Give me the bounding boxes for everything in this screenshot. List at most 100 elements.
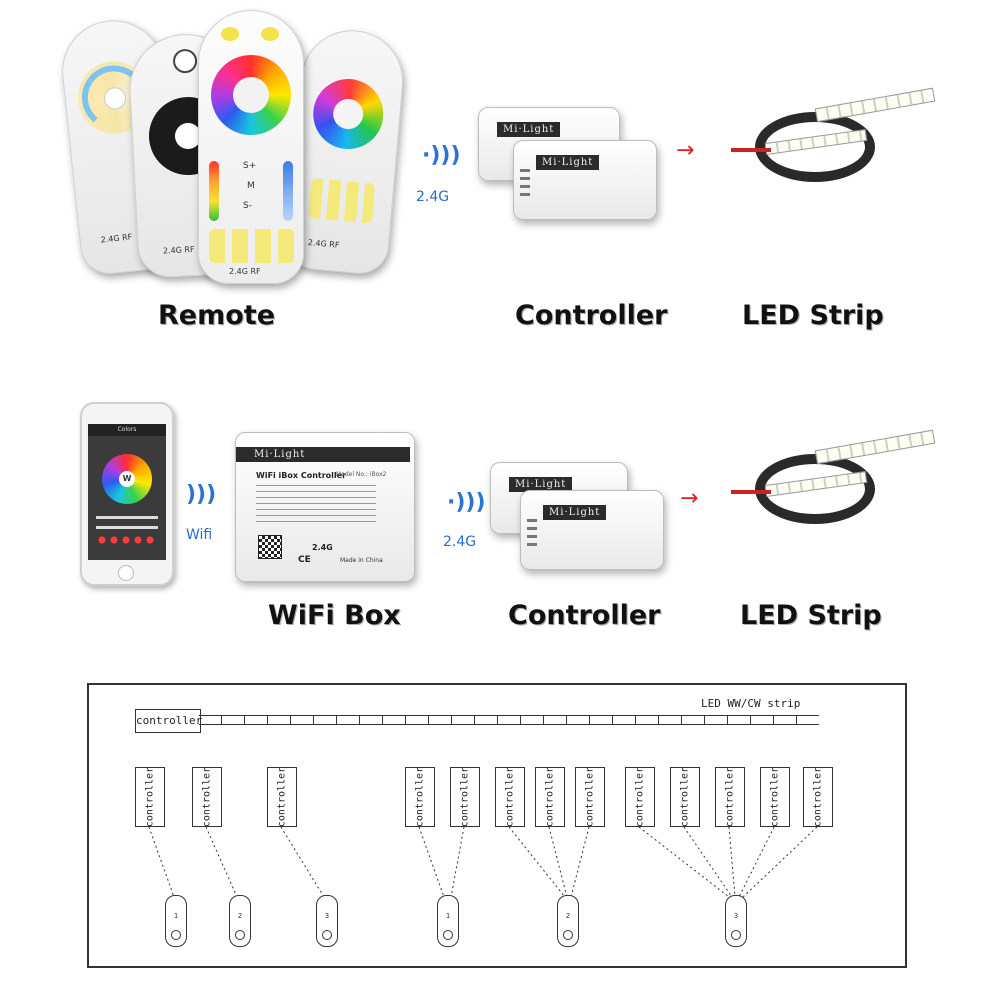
controller-label: Controller bbox=[515, 300, 668, 331]
controller-box: controller bbox=[535, 767, 565, 827]
top-row: 2.4G RF 2.4G RF 2.4G RF S+ M S- 2.4G RF … bbox=[0, 0, 990, 340]
led-strip-label: LED Strip bbox=[742, 300, 884, 331]
phone-home-button bbox=[118, 565, 134, 581]
led-reel bbox=[755, 454, 875, 524]
made-in-label: Made in China bbox=[340, 557, 383, 564]
controller-box-label: controller bbox=[504, 766, 516, 828]
remote-band-label: 2.4G RF bbox=[307, 238, 340, 250]
controller-box-label: controller bbox=[276, 766, 288, 828]
controller-box: controller bbox=[670, 767, 700, 827]
controller-box: controller bbox=[803, 767, 833, 827]
strip-label: LED WW/CW strip bbox=[701, 697, 801, 710]
remote-warm-slider bbox=[209, 161, 219, 221]
led-strip-reel bbox=[731, 429, 936, 536]
remote-key bbox=[221, 27, 239, 41]
led-wire bbox=[731, 490, 771, 494]
wifi-label: Wifi bbox=[186, 527, 213, 543]
remote-number: 1 bbox=[445, 912, 451, 920]
remote-number: 3 bbox=[733, 912, 739, 920]
wifi-box-text-lines bbox=[256, 485, 376, 525]
remote-top-button bbox=[172, 48, 198, 74]
controller-box-label: controller bbox=[201, 766, 213, 828]
wifi-box-model: Model No.: iBox2 bbox=[336, 471, 387, 478]
controller-device-front: Mi·Light bbox=[513, 140, 657, 220]
controller-box: controller bbox=[192, 767, 222, 827]
controller-box: controller bbox=[450, 767, 480, 827]
wifi-box-freq: 2.4G bbox=[312, 543, 333, 552]
led-strip-band bbox=[814, 87, 936, 123]
arrow-right-icon: → bbox=[680, 486, 699, 511]
phone-slider bbox=[96, 516, 158, 519]
signal-waves-icon: ·))) bbox=[422, 143, 461, 168]
controller-box-label: controller bbox=[459, 766, 471, 828]
remote-zone-keys bbox=[209, 229, 295, 263]
controller-ports bbox=[527, 519, 537, 549]
remote-number: 2 bbox=[565, 912, 571, 920]
controller-box: controller bbox=[715, 767, 745, 827]
arrow-right-icon: → bbox=[676, 138, 695, 163]
controller-label: Controller bbox=[508, 600, 661, 631]
remote-top-keys bbox=[221, 27, 281, 45]
controller-ports bbox=[520, 169, 530, 199]
phone-w-button: W bbox=[119, 471, 135, 487]
controller-brand-strip: Mi·Light bbox=[543, 505, 607, 520]
signal-label: 2.4G bbox=[416, 189, 450, 205]
controller-box-label: controller bbox=[679, 766, 691, 828]
phone-slider bbox=[96, 526, 158, 529]
led-strip-band bbox=[814, 429, 936, 465]
remote-brightness-slider bbox=[283, 161, 293, 221]
remote-number: 3 bbox=[324, 912, 330, 920]
controller-box: controller bbox=[625, 767, 655, 827]
remote-symbol: 2 bbox=[557, 895, 579, 947]
phone-screen: Colors W bbox=[88, 424, 166, 560]
controller-box: controller bbox=[760, 767, 790, 827]
remote-number: 1 bbox=[173, 912, 179, 920]
remote-m-label: M bbox=[247, 181, 255, 191]
controller-box-label: controller bbox=[634, 766, 646, 828]
remote-s-plus-label: S+ bbox=[243, 161, 257, 171]
wifi-box-label: WiFi Box bbox=[268, 600, 401, 631]
remote-band-label: 2.4G RF bbox=[100, 232, 133, 245]
controller-box: controller bbox=[495, 767, 525, 827]
main-controller-box: controller bbox=[135, 709, 202, 733]
controller-box-label: controller bbox=[769, 766, 781, 828]
controller-box-label: controller bbox=[414, 766, 426, 828]
wifi-box-title: WiFi iBox Controller bbox=[256, 471, 347, 480]
wifi-box-device: Mi·Light WiFi iBox Controller Model No.:… bbox=[235, 432, 415, 582]
phone-color-dots bbox=[96, 536, 158, 544]
remote-yellow-keys bbox=[308, 178, 376, 224]
controller-box-label: controller bbox=[812, 766, 824, 828]
controller-box: controller bbox=[267, 767, 297, 827]
remote-number: 2 bbox=[237, 912, 243, 920]
remote-band-label: 2.4G RF bbox=[162, 244, 195, 256]
wiring-lines bbox=[148, 826, 818, 898]
remote-front: S+ M S- 2.4G RF bbox=[198, 10, 304, 284]
led-strip-reel bbox=[731, 87, 936, 194]
remote-center-button bbox=[233, 77, 269, 113]
wifi-waves-icon: ))) bbox=[186, 482, 217, 507]
led-wire bbox=[731, 148, 771, 152]
remote-symbol: 2 bbox=[229, 895, 251, 947]
controller-brand-strip: Mi·Light bbox=[536, 155, 600, 170]
middle-row: Colors W ))) Wifi Mi·Light WiFi iBox Con… bbox=[0, 390, 990, 650]
controller-box-label: controller bbox=[544, 766, 556, 828]
led-strip-line bbox=[199, 715, 819, 725]
remote-s-minus-label: S- bbox=[243, 201, 252, 211]
led-reel bbox=[755, 112, 875, 182]
remote-symbol: 1 bbox=[437, 895, 459, 947]
led-strip-label: LED Strip bbox=[740, 600, 882, 631]
remote-symbol: 3 bbox=[316, 895, 338, 947]
controller-box-label: controller bbox=[144, 766, 156, 828]
signal-waves-icon: ·))) bbox=[447, 490, 486, 515]
phone-status-bar: Colors bbox=[88, 424, 166, 436]
controller-box: controller bbox=[575, 767, 605, 827]
ce-mark-icon: CE bbox=[298, 555, 311, 565]
remote-key bbox=[261, 27, 279, 41]
wiring-diagram: controller LED WW/CW strip controller co… bbox=[87, 683, 907, 968]
controller-box-label: controller bbox=[724, 766, 736, 828]
remote-symbol: 3 bbox=[725, 895, 747, 947]
controller-box: controller bbox=[405, 767, 435, 827]
signal-label: 2.4G bbox=[443, 534, 477, 550]
remote-band-label: 2.4G RF bbox=[229, 267, 261, 276]
remote-symbol: 1 bbox=[165, 895, 187, 947]
